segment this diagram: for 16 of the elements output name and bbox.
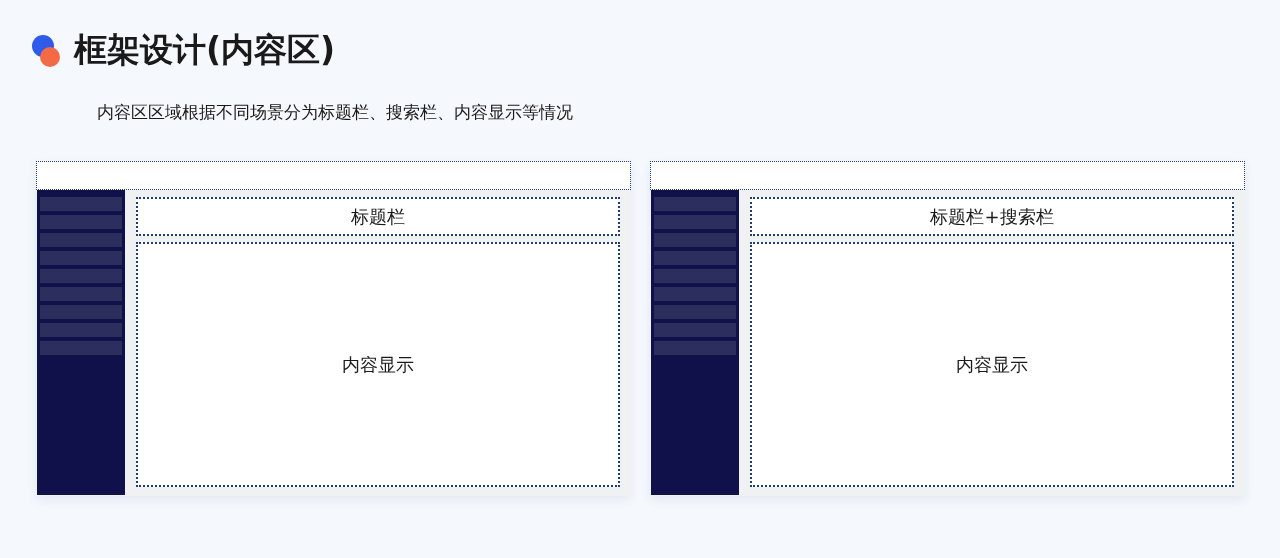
content-area-box xyxy=(136,242,620,487)
page-title: 框架设计(内容区) xyxy=(74,29,336,71)
header-box xyxy=(36,161,631,190)
box-label: 标题栏 xyxy=(351,205,405,229)
title-bar-box xyxy=(136,197,620,236)
box-label: 标题栏+搜索栏 xyxy=(930,205,1054,229)
layout-frame xyxy=(650,161,1245,496)
box-label: 内容显示 xyxy=(956,353,1028,377)
sidebar-menu-drawing xyxy=(37,190,125,495)
box-label: 内容显示 xyxy=(342,353,414,377)
sidebar-menu-drawing xyxy=(651,190,739,495)
content-area-box xyxy=(750,242,1234,487)
header-box xyxy=(650,161,1245,190)
layout-frame xyxy=(36,161,631,496)
title-bar-box xyxy=(750,197,1234,236)
description-text: 内容区区域根据不同场景分为标题栏、搜索栏、内容显示等情况 xyxy=(97,101,573,124)
